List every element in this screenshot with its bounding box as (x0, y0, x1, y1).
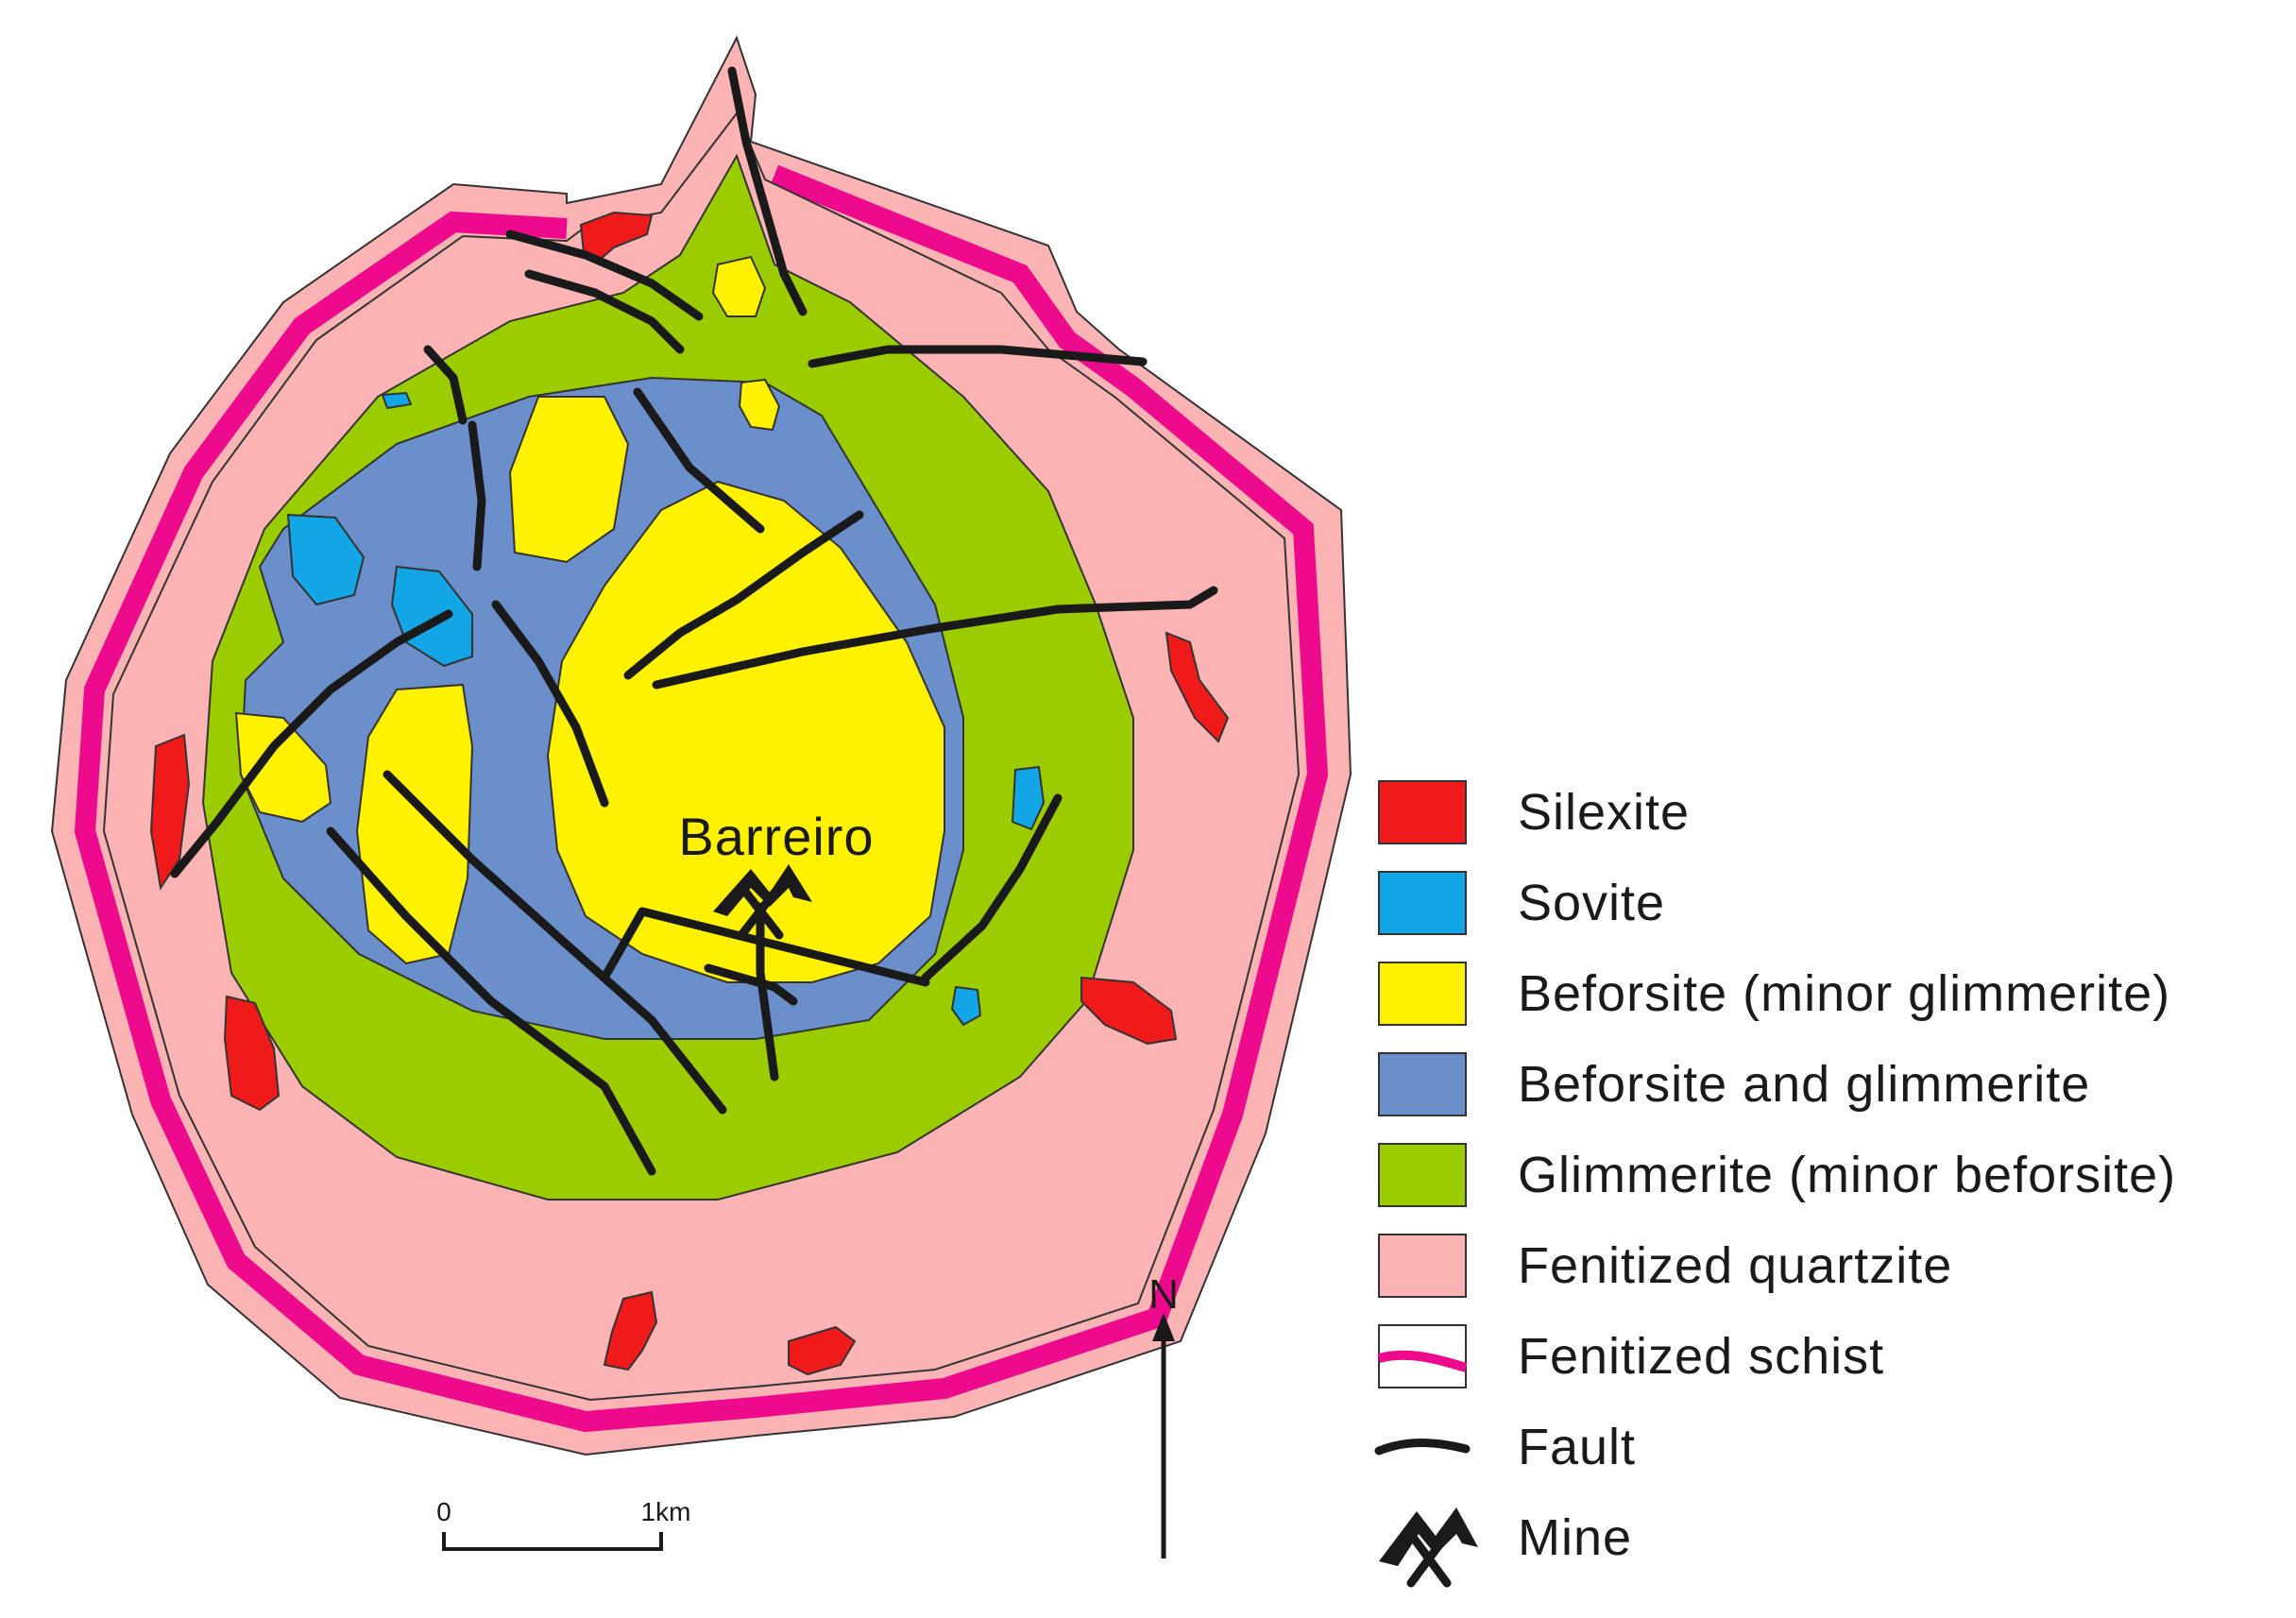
legend-swatch-beforsite_glimmerite (1378, 1052, 1467, 1116)
legend-label-sovite: Sovite (1518, 875, 1665, 931)
fault-5 (423, 345, 468, 425)
schist-band (74, 164, 1329, 1433)
scale-bar: 0 1km (436, 1497, 691, 1551)
silexite-2 (149, 733, 191, 891)
silexite-5 (223, 995, 281, 1112)
fault-3 (524, 269, 685, 354)
legend-item-fenitized_quartzite: Fenitized quartzite (1378, 1234, 1952, 1298)
legend-swatch-sovite (1378, 871, 1467, 935)
legend-swatch-fault (1374, 1439, 1471, 1456)
legend-item-beforsite_glimmerite: Beforsite and glimmerite (1378, 1052, 2090, 1116)
legend-label-glimmerite_minor: Glimmerite (minor beforsite) (1518, 1147, 2176, 1203)
faults (170, 66, 1218, 1176)
fault-14 (921, 793, 1063, 982)
legend-swatch-glimmerite_minor (1378, 1143, 1467, 1207)
fault-17 (704, 963, 798, 1006)
legend-label-fenitized_quartzite: Fenitized quartzite (1518, 1237, 1952, 1294)
fault-13 (326, 826, 656, 1176)
fault-16 (756, 902, 779, 1082)
fault-1 (727, 66, 808, 316)
legend-item-mine: Mine (1379, 1507, 1632, 1588)
mine-icon (713, 864, 812, 940)
fault-4 (808, 345, 1148, 368)
beforsite-top-2 (738, 378, 781, 432)
fault-10 (170, 609, 453, 878)
legend-item-sovite: Sovite (1378, 871, 1665, 935)
sovite-3 (1011, 765, 1046, 831)
legend-swatch-silexite (1378, 780, 1467, 844)
legend-mine-icon (1379, 1507, 1478, 1588)
sovite-4 (950, 985, 982, 1027)
fault-15 (600, 907, 930, 987)
fault-11 (491, 600, 609, 808)
legend-item-silexite: Silexite (1378, 780, 1690, 844)
legend-swatch-fenitized_schist (1377, 1350, 1468, 1372)
silexite-3 (1165, 631, 1230, 743)
legend-label-fenitized_schist: Fenitized schist (1518, 1328, 1884, 1385)
silexite-7 (788, 1325, 857, 1376)
silexite-6 (603, 1290, 658, 1371)
legend-swatch-fenitized_quartzite (1378, 1234, 1467, 1298)
fault-9 (652, 586, 1218, 690)
legend-label-silexite: Silexite (1518, 784, 1690, 841)
scale-end-label: 1km (641, 1497, 691, 1526)
north-label: N (1148, 1271, 1179, 1318)
beforsite-top-1 (711, 255, 767, 317)
legend-label-fault: Fault (1518, 1419, 1636, 1475)
legend-label-beforsite_minor: Beforsite (minor glimmerite) (1518, 965, 2170, 1022)
legend-item-beforsite_minor: Beforsite (minor glimmerite) (1378, 962, 2170, 1026)
north-arrow: N (1148, 1271, 1179, 1558)
place-label-barreiro: Barreiro (678, 807, 874, 866)
legend-label-mine: Mine (1518, 1509, 1632, 1566)
legend-swatch-beforsite_minor (1378, 962, 1467, 1026)
silexite-4 (1080, 976, 1178, 1046)
sovite-5 (381, 391, 413, 410)
fault-12 (383, 770, 727, 1115)
sovite-1 (286, 513, 366, 606)
scale-start-label: 0 (436, 1497, 451, 1526)
legend-item-glimmerite_minor: Glimmerite (minor beforsite) (1378, 1143, 2176, 1207)
fault-2 (505, 230, 704, 321)
sovite-2 (390, 565, 473, 668)
legend-item-fenitized_schist: Fenitized schist (1377, 1324, 1884, 1388)
fault-8 (623, 510, 864, 680)
legend-item-fault: Fault (1374, 1419, 1636, 1475)
fault-6 (468, 420, 486, 571)
fault-7 (633, 387, 765, 534)
beforsite-north (508, 396, 630, 564)
legend-label-beforsite_glimmerite: Beforsite and glimmerite (1518, 1056, 2090, 1113)
